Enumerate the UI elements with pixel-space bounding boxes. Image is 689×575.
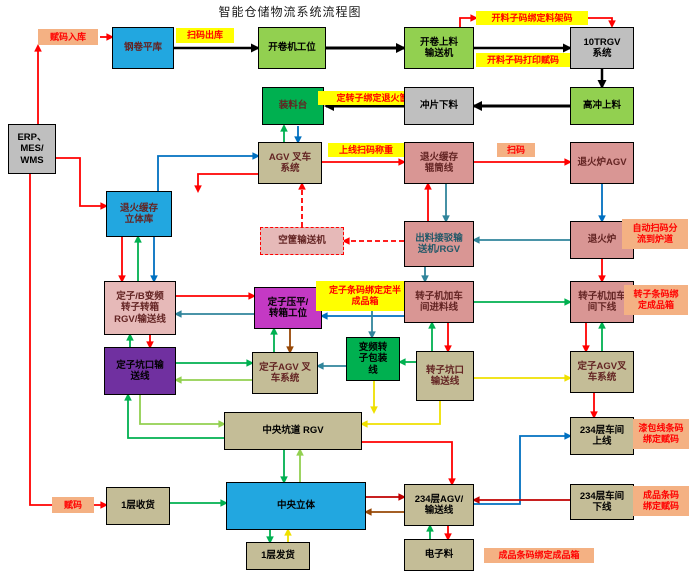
edge-tuihuolu-agv-to-tuihuolu-arrowhead <box>598 215 606 223</box>
edge-fahuo-1ceng-to-zhongyang-liti-arrowhead <box>284 528 292 536</box>
edge-baozhuangxian-to-rgv-arrowhead <box>370 406 378 414</box>
edge-guntongxian-to-tuihuolu-agv-arrowhead <box>564 158 572 166</box>
edge-fuma-ruku-to-gangjuan-arrowhead <box>106 33 114 41</box>
edge-tuihuolu-to-chuliao-jiebo-arrowhead <box>472 236 480 244</box>
edge-dingzi-kengkou-to-rgv <box>139 395 224 425</box>
edge-dingzi-kengkou-to-rgv-arrowhead <box>218 420 226 428</box>
edge-rgv-to-234-agv-arrowhead <box>448 478 456 486</box>
edge-chuliao-jiebo-to-kongkuang-arrowhead <box>342 237 350 245</box>
edge-jinliaoxian-to-jijia-xiaxian-arrowhead <box>564 298 572 306</box>
edge-dingzi-agv-right-to-234-shangxian-arrowhead <box>590 411 598 419</box>
edge-liaojiama-label-to-10trgv-arrowhead <box>608 20 616 28</box>
edge-234-agv-to-234-shangxian-arrowhead <box>564 432 572 440</box>
edge-dianziliao-to-234-agv-arrowhead <box>426 524 434 532</box>
edge-gangjuan-to-kaijuanji-arrowhead <box>251 43 260 53</box>
edge-zhuanzi-kengkou-to-baozhuangxian-arrowhead <box>398 358 406 366</box>
edge-rgv-to-234-agv <box>362 441 453 484</box>
edge-erp-to-shouhuo-1ceng <box>29 174 106 506</box>
edge-yaping-to-jinliaoxian-arrowhead <box>398 294 406 302</box>
edge-yaping-to-zhuanxiang-rgv-arrowhead <box>174 310 182 318</box>
edge-rgv-to-dingzi-kengkou-arrowhead <box>124 393 132 401</box>
edge-kongkuang-to-agv-arrowhead <box>298 182 306 190</box>
edge-liaojiama-label-to-10trgv <box>588 17 613 26</box>
edge-zhuanzi-kengkou-to-dingzi-agv-right-arrowhead <box>564 374 572 382</box>
edge-234-agv-to-dianziliao-arrowhead <box>444 533 452 541</box>
edge-guntongxian-to-chuliao-jiebo-arrowhead <box>442 215 450 223</box>
edge-baozhuangxian-to-dingzi-agv-left-arrowhead <box>316 362 324 370</box>
edge-tuihuo-litiku-to-zhuanxiang-rgv-2-arrowhead <box>150 275 158 283</box>
edge-kaijuan-shangliao-to-liaojiama-label-arrowhead <box>470 14 478 22</box>
edge-zhongyang-liti-to-234-agv-arrowhead <box>398 493 406 501</box>
edge-chuliao-jiebo-to-guntongxian-arrowhead <box>424 182 432 190</box>
edge-chuliao-jiebo-to-jinliaoxian-arrowhead <box>421 275 429 283</box>
edge-dingzi-agv-left-to-yaping-arrowhead <box>270 327 278 335</box>
edge-zhongyang-liti-to-fahuo-1ceng-arrowhead <box>266 536 274 544</box>
edge-dingzi-kengkou-to-dingzi-agv-left-arrowhead <box>246 359 254 367</box>
edge-zhuanxiang-rgv-to-yaping-arrowhead <box>248 292 256 300</box>
edge-erp-to-shouhuo-1ceng-arrowhead <box>100 501 108 509</box>
diagram-title: 智能仓储物流系统流程图 <box>218 5 362 19</box>
edge-jinliaoxian-to-yaping-arrowhead <box>320 312 328 320</box>
edge-erp-to-fuma-ruku-arrowhead <box>34 44 42 52</box>
edge-shouhuo-1ceng-to-zhongyang-liti-arrowhead <box>220 499 228 507</box>
edge-kaijuanji-to-kaijuan-shangliao-arrowhead <box>396 43 406 53</box>
edge-zhuanzi-kengkou-to-rgv <box>362 401 441 425</box>
edge-dingzi-agv-right-to-jijia-xiaxian-arrowhead <box>598 321 606 329</box>
edge-zhongyang-liti-to-rgv-arrowhead <box>296 448 304 456</box>
edge-rgv-to-dingzi-kengkou <box>127 395 224 439</box>
edge-tuihuolu-to-jijia-xiaxian-arrowhead <box>598 275 606 283</box>
edge-agv-to-tuihuo-litiku <box>197 173 258 191</box>
edge-zhuanxiang-rgv-to-dingzi-kengkou-arrowhead <box>146 341 154 349</box>
edge-dingzi-agv-left-to-dingzi-kengkou-arrowhead <box>174 376 182 384</box>
edge-zhuanzi-kengkou-to-jinliaoxian-arrowhead <box>428 321 436 329</box>
edge-zhuanxiang-rgv-to-tuihuo-litiku-arrowhead <box>134 235 142 243</box>
edge-rgv-to-zhongyang-liti-arrowhead <box>280 476 288 484</box>
edge-gaochong-to-chongpian-arrowhead <box>472 101 482 111</box>
edge-234-agv-to-234-shangxian <box>474 435 570 505</box>
edge-dingzi-kengkou-to-zhuanxiang-rgv-arrowhead <box>126 333 134 341</box>
edge-chongpian-to-zhuangliaotai-arrowhead <box>324 101 334 111</box>
edge-jinliaoxian-to-zhuanzi-kengkou-arrowhead <box>444 345 452 353</box>
edge-tiaoma-label-to-baozhuangxian-arrowhead <box>368 331 376 339</box>
edge-jijia-xiaxian-to-dingzi-agv-right-arrowhead <box>582 345 590 353</box>
edge-agv-to-zhuangliaotai-arrowhead <box>280 124 288 132</box>
edge-erp-to-tuihuo-litiku-arrowhead <box>100 202 108 210</box>
edge-zhuanzi-kengkou-to-rgv-arrowhead <box>360 420 368 428</box>
edge-234-xiaxian-to-234-agv-arrowhead <box>472 496 480 504</box>
edge-agv-to-tuihuo-litiku-arrowhead <box>194 185 202 193</box>
edge-yaping-to-dingzi-agv-left-arrowhead <box>286 346 294 354</box>
edge-tuihuo-litiku-to-agv <box>157 155 258 191</box>
edge-zhuangliaotai-to-agv-arrowhead <box>294 136 302 144</box>
edge-10trgv-to-gaochong-arrowhead <box>597 80 607 89</box>
edge-erp-to-tuihuo-litiku <box>56 157 106 207</box>
edge-kaijuan-shangliao-to-10trgv-arrowhead <box>563 43 572 53</box>
edge-tuihuo-litiku-to-zhuanxiang-rgv-arrowhead <box>118 275 126 283</box>
edge-tuihuo-litiku-to-agv-arrowhead <box>252 152 260 160</box>
edge-agv-to-guntongxian-arrowhead <box>398 158 406 166</box>
edge-234-agv-to-zhongyang-liti-arrowhead <box>364 508 372 516</box>
